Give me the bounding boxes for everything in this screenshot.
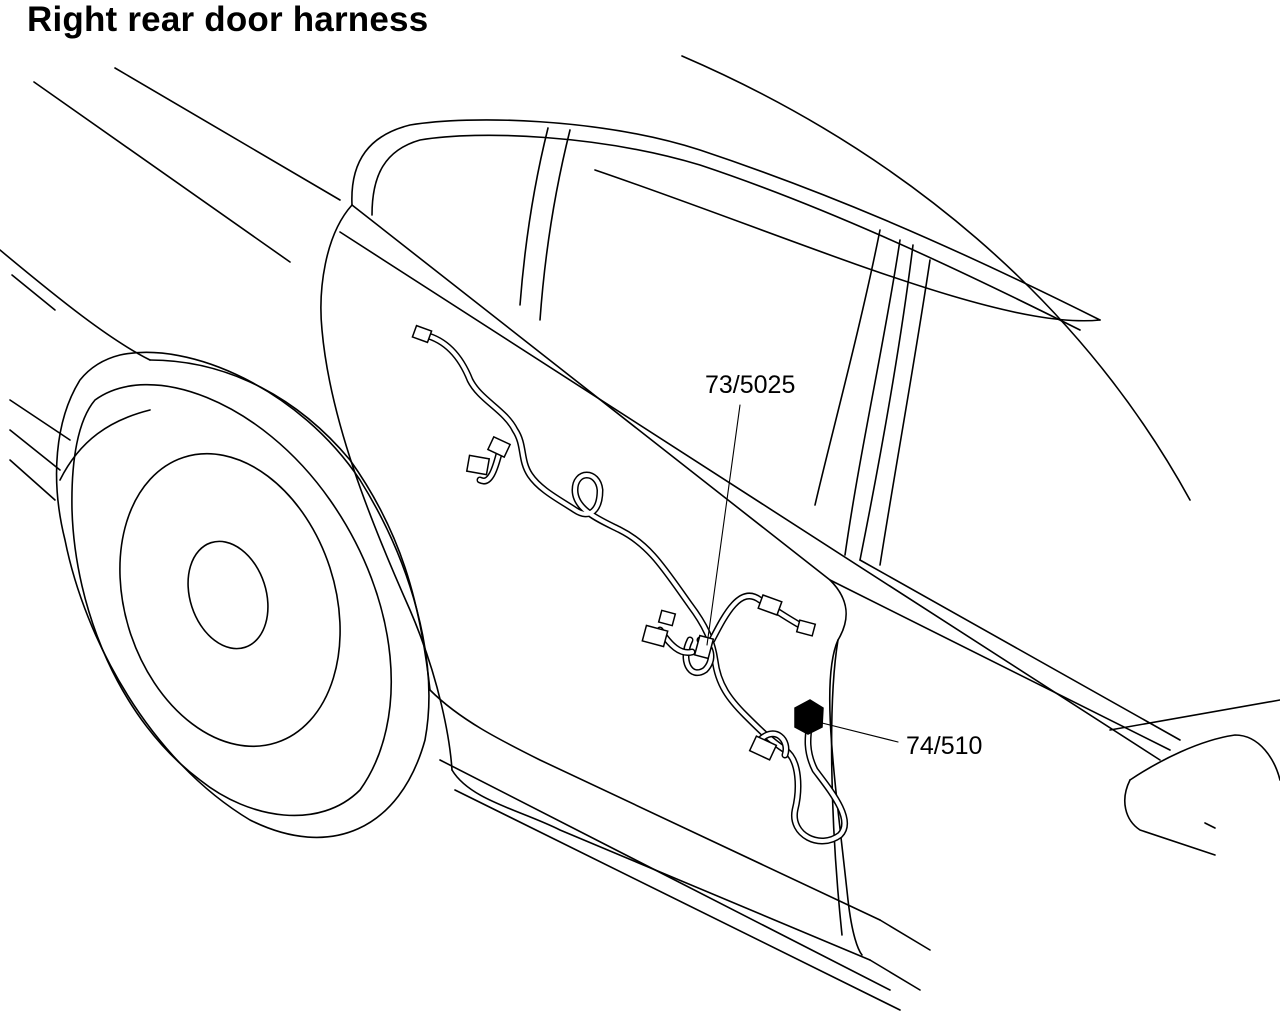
car-body-outline	[0, 55, 1280, 1011]
connector-74-510-highlight	[794, 699, 824, 735]
wheel	[55, 351, 430, 839]
door-wiring-harness	[421, 331, 849, 845]
diagram-title: Right rear door harness	[27, 0, 429, 39]
callout-74-510: 74/510	[906, 732, 983, 760]
callout-leaders	[706, 404, 899, 743]
harness-connectors	[411, 324, 817, 761]
callout-73-5025: 73/5025	[705, 371, 796, 399]
